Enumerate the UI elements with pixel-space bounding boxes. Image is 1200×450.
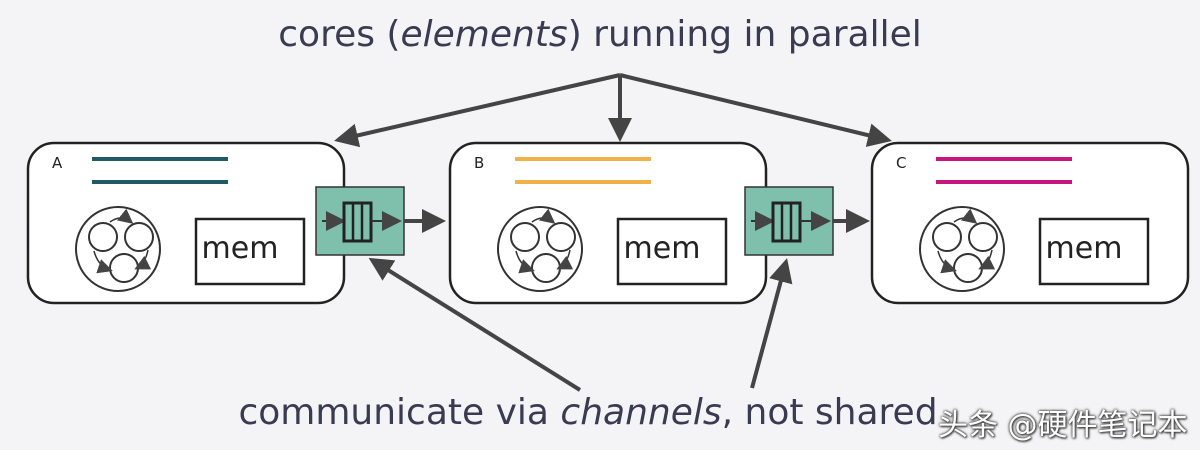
bottom-caption-prefix: communicate via xyxy=(238,392,561,433)
mem-label: mem xyxy=(624,231,701,266)
bottom-caption: communicate via channels, not shared xyxy=(0,392,1188,433)
arrow-to-channel-a xyxy=(368,257,582,392)
top-pointer-arrows xyxy=(334,73,892,148)
mem-label: mem xyxy=(202,231,279,266)
arrow-to-C xyxy=(619,73,892,147)
core-icon xyxy=(919,206,1005,292)
element-label: B xyxy=(474,154,484,172)
channel-b-to-c xyxy=(744,186,870,256)
mem-box xyxy=(616,217,728,286)
element-C: C mem xyxy=(870,141,1190,305)
arrow-to-channel-b xyxy=(750,258,793,389)
top-caption-emphasis: elements xyxy=(400,14,568,55)
mem-label: mem xyxy=(1046,231,1123,266)
watermark: 头条 @硬件笔记本 xyxy=(938,408,1188,443)
element-B: B mem xyxy=(448,141,768,305)
core-icon xyxy=(497,206,583,292)
bottom-pointer-arrows xyxy=(368,257,793,392)
element-label: A xyxy=(52,154,63,172)
channel-a-to-b xyxy=(315,186,446,256)
element-A: A mem xyxy=(26,141,346,305)
top-caption: cores (elements) running in parallel xyxy=(0,14,1200,55)
top-caption-prefix: cores ( xyxy=(278,14,401,55)
mem-box xyxy=(194,217,306,286)
element-label: C xyxy=(896,154,906,172)
bottom-caption-suffix: , not shared xyxy=(721,392,938,433)
core-icon xyxy=(75,206,161,292)
arrow-to-A xyxy=(334,73,621,148)
mem-box xyxy=(1038,217,1150,286)
bottom-caption-emphasis: channels xyxy=(560,392,722,433)
top-caption-suffix: ) running in parallel xyxy=(567,14,922,55)
